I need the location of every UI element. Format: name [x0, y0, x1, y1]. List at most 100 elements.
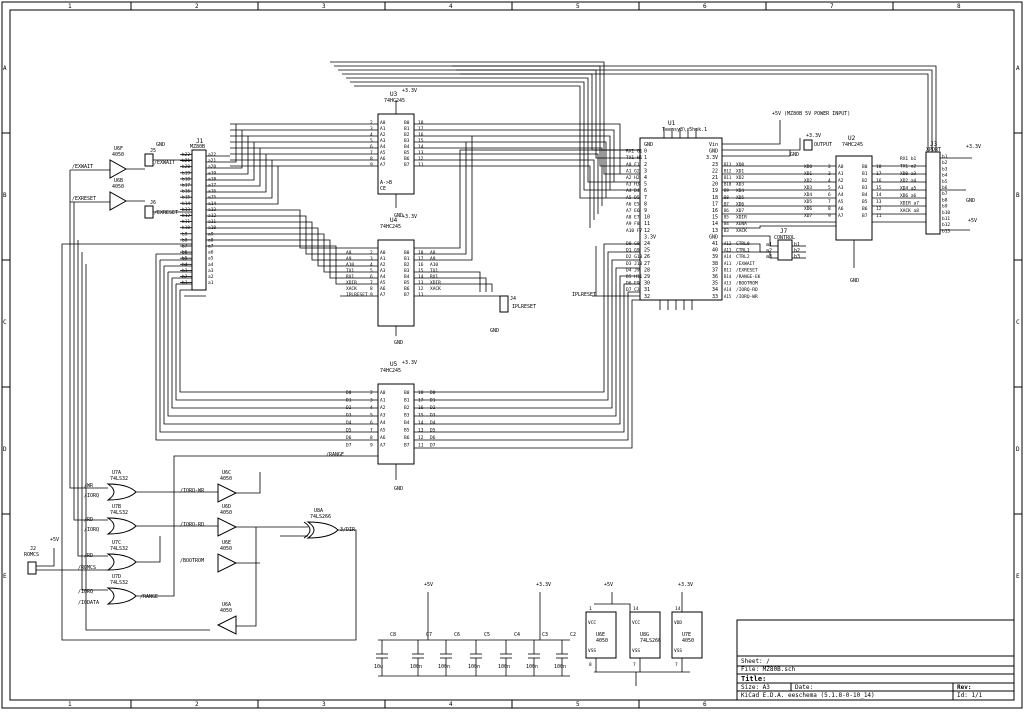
j1-b-pin: b8	[182, 237, 188, 243]
u1-right-pin-num: 19	[712, 188, 718, 194]
j1-a-pin: a2	[208, 274, 214, 280]
u2-pins-b-pin-name: B5	[862, 199, 868, 205]
frame-row-labels-right: A B C D E	[1016, 65, 1020, 580]
u5-pins-b-pin-name: B5	[404, 428, 410, 434]
cap-ref: C4	[514, 632, 520, 638]
u5-pins-a-net: D6	[346, 435, 352, 441]
u4-pins-a-pin-num: 8	[370, 286, 373, 292]
u5-pins-b-pin-name: B0	[404, 390, 410, 396]
svg-text:J5: J5	[150, 148, 156, 154]
u1-left-pin-num: 32	[644, 294, 650, 300]
u4-pins-a-pin-num: 5	[370, 268, 373, 274]
u1-right-pin-signal: /RANGE-EK	[736, 274, 761, 280]
u5-pins-b-net: D5	[430, 428, 436, 434]
svg-text:OUTPUT: OUTPUT	[814, 142, 832, 148]
j2-romcs: J2 ROMCS +5V	[24, 537, 59, 575]
u1-left-pin-num: 25	[644, 248, 650, 254]
u1-right-pin-num: Vin	[709, 142, 718, 148]
cap-value: 100n	[410, 664, 422, 670]
u1-left-pin-num: 24	[644, 241, 650, 247]
u5-pins-b-pin-name: B3	[404, 413, 410, 419]
u7a-or-gate: U7A 74LS32 /WR /IORQ	[84, 470, 137, 501]
u1-right-pin-num: 37	[712, 267, 718, 273]
u5-pins-a-pin-num: 9	[370, 443, 373, 449]
u2-pins-b-pin-name: B2	[862, 178, 868, 184]
u3-pins-a-pin-num: 7	[370, 150, 373, 156]
svg-text:/IORQ-RD: /IORQ-RD	[180, 522, 204, 528]
u1-right-pin-num: 16	[712, 208, 718, 214]
j3-right-pin: b3	[942, 166, 948, 172]
u3-pins-a-pin-num: 8	[370, 156, 373, 162]
u3-pins-b-pin-num: 12	[418, 156, 424, 162]
u4-pins-b-pin-num: 12	[418, 286, 424, 292]
power-unit-pin-top: 1	[589, 606, 592, 612]
svg-text:/RANGE: /RANGE	[140, 594, 158, 600]
svg-text:+5V: +5V	[50, 537, 59, 543]
u1-gnd-label: GND	[790, 152, 799, 158]
u5-pins-a-pin-num: 5	[370, 413, 373, 419]
svg-text:6: 6	[703, 701, 707, 708]
u2-pins-b-pin-num: 18	[876, 164, 882, 170]
tb-file: File: MZ80B.sch	[741, 666, 796, 673]
svg-text:C: C	[1016, 319, 1020, 326]
svg-text:MZ80B: MZ80B	[190, 144, 205, 150]
power-unit-vcc: VCC	[632, 620, 640, 626]
u2-pins-a-pin-name: A6	[838, 206, 844, 212]
u3-pins-b-pin-name: B1	[404, 126, 410, 132]
u4-pins-b-pin-num: 14	[418, 274, 424, 280]
u1-right-pin-net: B5	[724, 215, 729, 220]
u3-pins-a-pin-name: A2	[380, 132, 386, 138]
u1-right-pin-num: 13	[712, 228, 718, 234]
svg-text:U6F: U6F	[114, 146, 123, 152]
u2-pins-a-net: XD0	[804, 164, 812, 170]
j1-a-pin: a5	[208, 256, 214, 262]
svg-text:U6D: U6D	[222, 504, 231, 510]
u2-pins-a-net: XD4	[804, 192, 812, 198]
svg-text:U6A: U6A	[222, 602, 231, 608]
j1-a-pin: a1	[208, 280, 214, 286]
svg-text:C: C	[3, 319, 7, 326]
u1-left-pin-num: GND	[644, 142, 653, 148]
u5-pins-b-pin-num: 14	[418, 420, 424, 426]
j1-b-pin: b9	[182, 231, 188, 237]
power-unit-value: 74LS266	[640, 638, 661, 644]
power-unit-ref: U7E	[682, 632, 691, 638]
svg-text:GND: GND	[156, 142, 165, 148]
svg-text:b2: b2	[794, 248, 800, 254]
svg-text:74LS32: 74LS32	[110, 510, 128, 516]
u5-pins-b-net: D3	[430, 413, 436, 419]
svg-text:Teensy3\.5hek.1: Teensy3\.5hek.1	[662, 127, 707, 133]
power-unit-pin-bottom: 8	[589, 662, 592, 668]
u4-pins-b-pin-name: B2	[404, 262, 410, 268]
j1-b-pin: b20	[182, 164, 190, 170]
u5-pins-b-pin-name: B1	[404, 398, 410, 404]
svg-text:D: D	[3, 446, 7, 453]
u1-left-pin-num: 7	[644, 195, 647, 201]
svg-text:J3: J3	[930, 141, 938, 148]
u1-left-pin-num: 10	[644, 215, 650, 221]
cap-5v-label: +5V	[424, 582, 433, 588]
svg-text:B: B	[1016, 192, 1020, 199]
u3-pins-b-pin-num: 15	[418, 138, 424, 144]
u1-right-pin-net: B14	[724, 274, 732, 279]
u5-pins-a-net: D3	[346, 413, 352, 419]
svg-text:IPLRESET: IPLRESET	[512, 304, 536, 310]
u5-pins-b-pin-name: B4	[404, 420, 410, 426]
u3-pins-b-pin-num: 18	[418, 120, 424, 126]
svg-text:/IODATA: /IODATA	[78, 600, 99, 606]
j1-b-pin: b5	[182, 256, 188, 262]
u5-pins-a-pin-num: 8	[370, 435, 373, 441]
u2-pins-b-pin-num: 11	[876, 213, 882, 219]
u5-pins-a-pin-name: A5	[380, 428, 386, 434]
cap-value: 100n	[526, 664, 538, 670]
j1-a-pin: a17	[208, 183, 216, 189]
svg-text:/EXRESET: /EXRESET	[72, 196, 96, 202]
inner-frame	[9, 9, 1015, 701]
cap-ref: C6	[454, 632, 460, 638]
tb-id: Id: 1/1	[957, 692, 983, 699]
svg-text:U7A: U7A	[112, 470, 121, 476]
u5-pins-a-net: D0	[346, 390, 352, 396]
u5-pins-a-pin-num: 2	[370, 390, 373, 396]
u5-pins-b-pin-num: 17	[418, 398, 424, 404]
